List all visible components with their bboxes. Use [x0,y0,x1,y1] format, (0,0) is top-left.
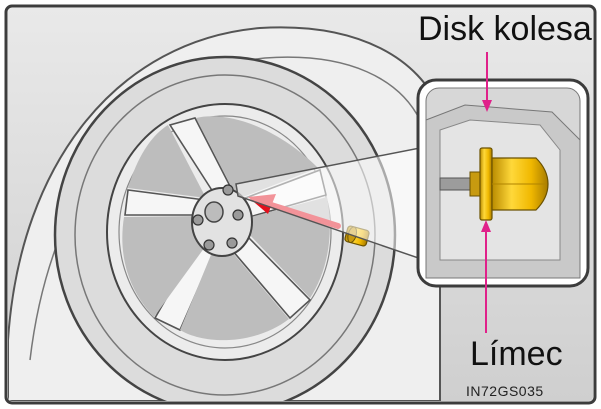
figure-code: IN72GS035 [466,384,544,398]
wheel-disk-label: Disk kolesa [418,12,592,46]
zoom-panel [418,80,588,286]
nut-collar [480,148,492,220]
collar-label: Límec [470,337,563,371]
hub-center [205,202,223,222]
nut-taper [470,172,480,196]
wheel-stud [440,178,470,190]
